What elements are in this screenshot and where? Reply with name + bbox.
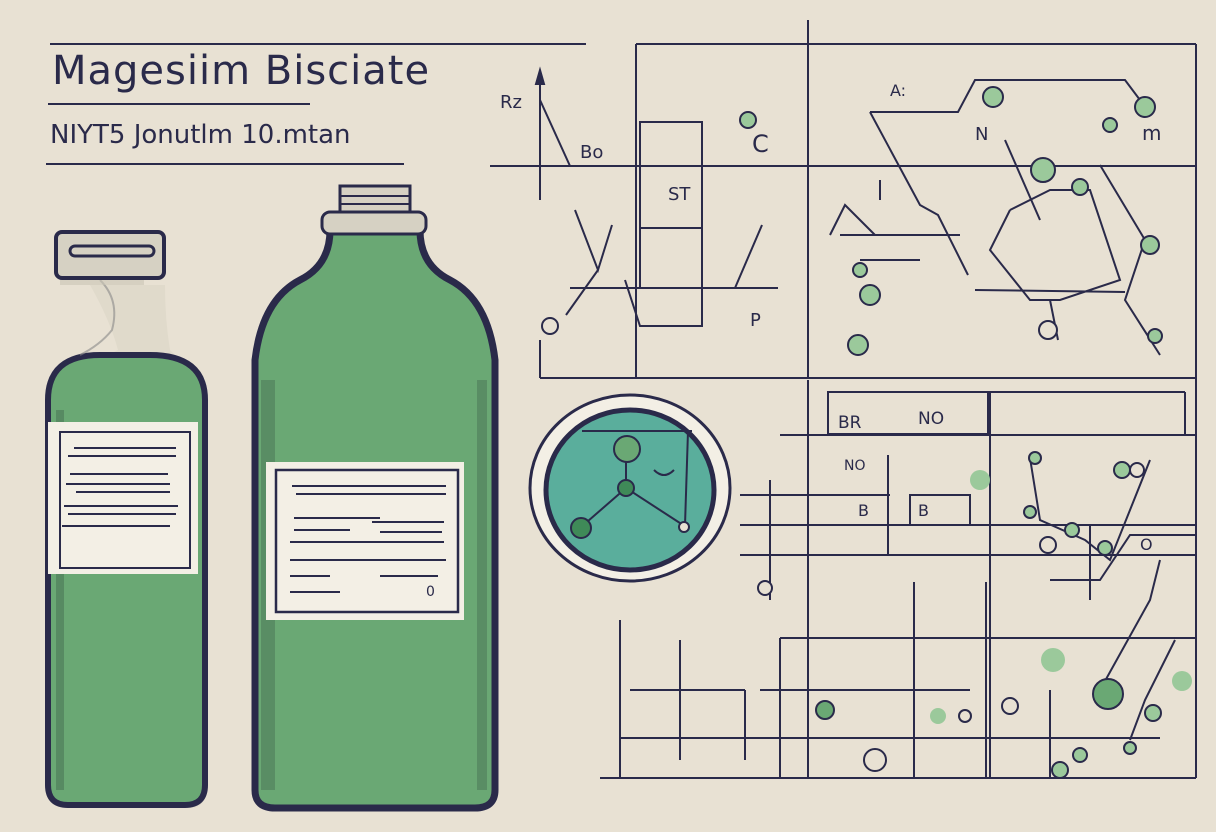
label-a: A: (890, 81, 906, 100)
label-box-b1: B (858, 501, 869, 520)
label-c: C (752, 130, 769, 158)
label-rz: Rz (500, 92, 522, 113)
label-box-b2: B (918, 501, 929, 520)
diagram-grid (490, 20, 1197, 779)
label-m: m (1142, 121, 1161, 145)
label-o: O (1140, 535, 1153, 554)
label-st: ST (668, 184, 691, 205)
magnifier-circle (528, 393, 732, 583)
label-zero: 0 (426, 584, 435, 600)
label-bo: Bo (580, 142, 603, 163)
label-br: BR (838, 413, 862, 433)
large-bottle-icon: 0 (251, 184, 499, 812)
molecule-nodes (541, 86, 1192, 779)
small-bottle-icon (45, 230, 208, 808)
label-no-small: NO (844, 458, 866, 474)
header-rules (46, 43, 586, 165)
page-subtitle: NIYT5 Jonutlm 10.mtan (50, 120, 351, 150)
label-no-top: NO (918, 409, 944, 429)
label-n: N (975, 124, 988, 145)
page-title: Magesiim Bisciate (52, 48, 431, 94)
label-p: P (750, 310, 761, 331)
